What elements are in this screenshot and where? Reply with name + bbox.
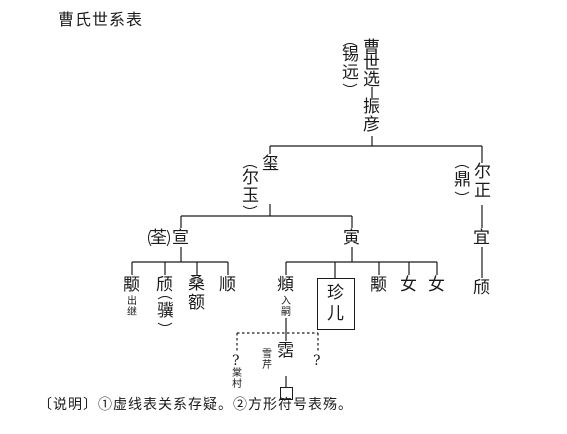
node-g5b-name: 颀 — [156, 275, 173, 295]
page-title: 曹氏世系表 — [58, 10, 144, 29]
alias-paren — [148, 229, 170, 247]
node-g5j-name: 颀 — [473, 278, 490, 298]
node-g5b-alias: 骥 — [155, 294, 175, 328]
node-g5a-note: 出继 — [127, 296, 137, 318]
node-g5b-alias-text: 骥 — [157, 301, 174, 321]
node-g4b-name: 寅 — [343, 228, 360, 248]
node-g5f-name: 珍儿 — [327, 283, 344, 324]
node-g4a-name: 宣 — [172, 228, 189, 248]
node-g5e-name: 頫 — [277, 275, 294, 295]
alias-paren — [157, 296, 173, 326]
deceased-child-square — [280, 387, 293, 400]
node-g3b-name: 尔正 — [474, 162, 491, 201]
alias-paren — [454, 165, 470, 195]
node-g4a-alias-text: 荃 — [150, 228, 167, 248]
node-g3a-name: 玺 — [262, 154, 279, 174]
node-g1-alias-text: 锡远 — [342, 45, 359, 83]
node-g2-name: 振彦 — [363, 97, 380, 135]
node-g3a-alias-text: 尔玉 — [242, 168, 259, 206]
node-g5h-name: 女 — [400, 275, 417, 295]
node-g6b-note: 雪芹 — [262, 349, 272, 371]
node-g3b-alias: 鼎 — [452, 163, 472, 197]
node-g4c-name: 宜 — [473, 228, 490, 248]
node-g1-alias: 锡远 — [340, 40, 360, 90]
node-g6b-name: 霑 — [277, 341, 294, 361]
node-g5e-note: 入嗣 — [281, 296, 291, 318]
legend-note: 〔说明〕①虚线表关系存疑。②方形符号表殇。 — [38, 397, 353, 413]
node-g6a-note: 棠村 — [232, 368, 242, 390]
node-g5g-name: 颙 — [370, 275, 387, 295]
node-g3b-alias-text: 鼎 — [454, 170, 471, 190]
node-g6a-name: ? — [232, 353, 240, 369]
node-g5i-name: 女 — [428, 275, 445, 295]
node-g5d-name: 顺 — [219, 275, 236, 295]
node-g1-name: 曹世选 — [363, 38, 380, 90]
node-g5c-name: 桑额 — [188, 274, 205, 313]
node-g4a-alias: 荃 — [146, 228, 172, 248]
node-g5f-box: 珍儿 — [317, 278, 355, 330]
alias-paren — [242, 165, 258, 209]
node-g3a-alias: 尔玉 — [240, 163, 260, 211]
node-g5a-name: 颙 — [123, 275, 140, 295]
alias-paren — [342, 43, 358, 87]
node-g6c-name: ? — [313, 353, 321, 369]
